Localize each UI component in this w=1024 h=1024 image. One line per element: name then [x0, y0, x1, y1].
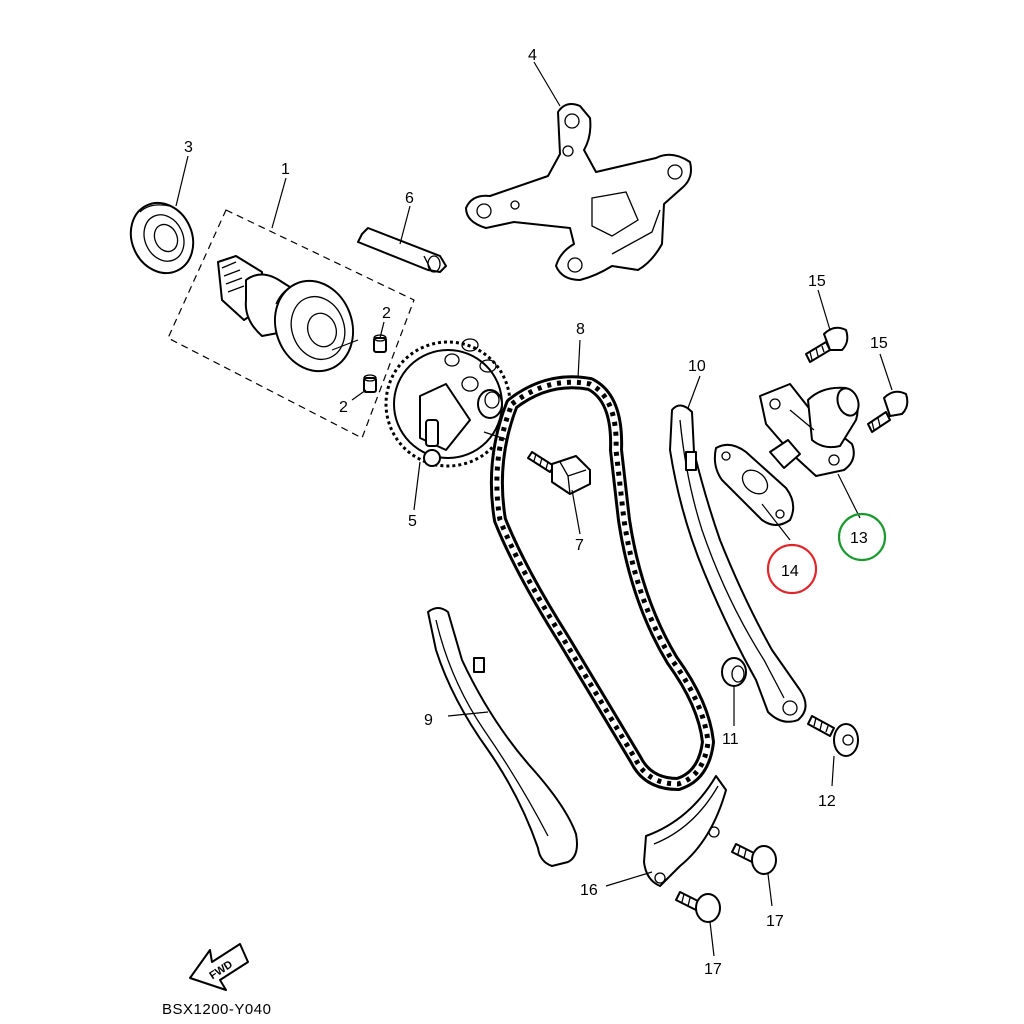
label-part-2-upper: 2	[382, 305, 391, 322]
label-part-12: 12	[818, 793, 836, 810]
label-part-17-lower: 17	[704, 961, 722, 978]
collar-part-11	[721, 657, 747, 687]
label-part-3: 3	[184, 139, 193, 156]
label-part-9: 9	[424, 712, 433, 729]
bolt-part-15-upper	[805, 326, 849, 363]
lower-guide-part-16	[643, 775, 727, 887]
label-part-13: 13	[850, 530, 868, 547]
bearing-part-3	[129, 201, 195, 275]
bracket-plate-part-4	[465, 103, 692, 281]
camshaft-assembly-part-1	[167, 209, 415, 439]
timing-chain-part-8	[489, 375, 715, 791]
label-part-15-lower: 15	[870, 335, 888, 352]
bolt-part-17-lower	[675, 891, 721, 923]
chain-guide-part-9	[427, 607, 578, 867]
bolt-part-17-upper	[731, 843, 777, 875]
leader-lines	[175, 61, 893, 957]
tensioner-guide-part-10	[669, 404, 807, 723]
forward-direction-arrow-icon: FWD	[189, 943, 249, 991]
label-part-1: 1	[281, 161, 290, 178]
rod-part-6	[357, 227, 447, 273]
label-part-16: 16	[580, 882, 598, 899]
label-part-6: 6	[405, 190, 414, 207]
diagram-code: BSX1200-Y040	[162, 1001, 271, 1018]
label-part-15-upper: 15	[808, 273, 826, 290]
highlight-circle-part-14	[766, 543, 818, 595]
label-part-10: 10	[688, 358, 706, 375]
label-part-8: 8	[576, 321, 585, 338]
chain-tensioner-part-13	[759, 383, 860, 477]
label-part-17-upper: 17	[766, 913, 784, 930]
bolt-part-7	[527, 451, 591, 495]
part-labels: 1 2 2 3 4 5 6 7 8 9 10 11 12 13 14 15 15…	[184, 47, 888, 978]
bolt-part-12	[807, 715, 859, 757]
label-part-5: 5	[408, 513, 417, 530]
highlight-circle-part-13	[837, 512, 887, 562]
label-part-14: 14	[781, 563, 799, 580]
label-part-4: 4	[528, 47, 537, 64]
dowel-pin-part-2-lower	[363, 374, 377, 393]
label-part-7: 7	[575, 537, 584, 554]
label-part-2-lower: 2	[339, 399, 348, 416]
bolt-part-15-lower	[867, 390, 909, 433]
label-part-11: 11	[722, 731, 739, 748]
gasket-part-14	[713, 443, 795, 526]
sprocket-part-5	[384, 338, 512, 468]
